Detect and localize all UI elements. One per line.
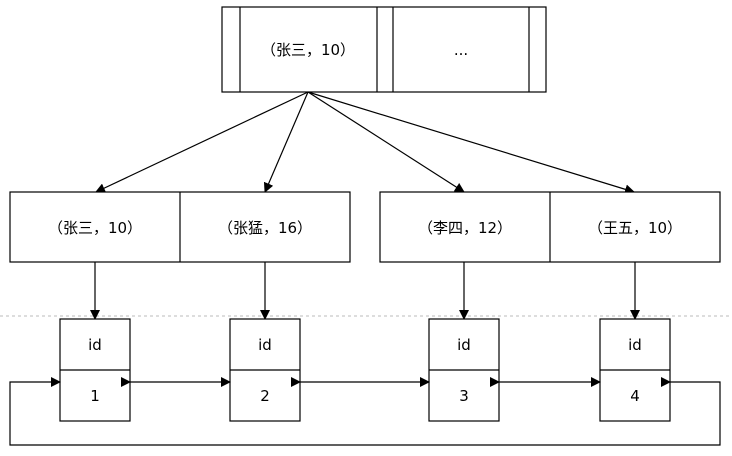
leaf-1-header: id — [88, 336, 102, 354]
root-arrows — [95, 91, 635, 195]
leaf-node-1: id 1 — [59, 318, 131, 422]
arrow-root-to-mid-3 — [307, 91, 465, 193]
root-key-more: ... — [454, 41, 468, 59]
leaf-node-3: id 3 — [428, 318, 500, 422]
leaf-2-header: id — [258, 336, 272, 354]
leaf-1-value: 1 — [90, 387, 100, 405]
arrow-root-to-mid-2 — [263, 91, 309, 193]
root-node: （张三，10） ... — [221, 6, 547, 93]
middle-arrows — [90, 262, 640, 320]
root-key-1: （张三，10） — [261, 41, 355, 59]
middle-right-key-1: （李四，12） — [418, 219, 512, 237]
arrow-root-to-mid-4 — [307, 91, 635, 195]
leaf-3-value: 3 — [459, 387, 469, 405]
leaf-node-4: id 4 — [599, 318, 671, 422]
middle-right-key-2: （王五，10） — [588, 219, 682, 237]
arrow-root-to-mid-1 — [95, 91, 309, 193]
leaf-2-value: 2 — [260, 387, 270, 405]
leaf-4-header: id — [628, 336, 642, 354]
leaf-4-value: 4 — [630, 387, 640, 405]
root-node-box — [221, 6, 547, 93]
leaf-node-2: id 2 — [229, 318, 301, 422]
leaf-3-header: id — [457, 336, 471, 354]
circular-link-leaf-4-to-1 — [9, 377, 721, 446]
middle-node-right: （李四，12） （王五，10） — [379, 191, 721, 263]
middle-left-key-2: （张猛，16） — [218, 219, 312, 237]
middle-node-left: （张三，10） （张猛，16） — [9, 191, 351, 263]
middle-left-key-1: （张三，10） — [48, 219, 142, 237]
